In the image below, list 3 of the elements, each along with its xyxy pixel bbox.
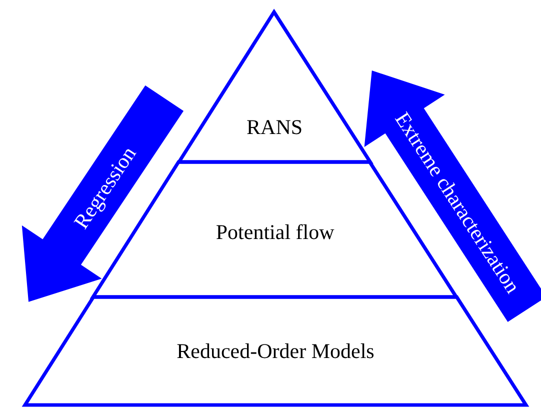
segment-label: Potential flow (214, 222, 336, 243)
segment-label: Reduced-Order Models (176, 341, 376, 362)
segment-label: RANS (246, 117, 304, 138)
